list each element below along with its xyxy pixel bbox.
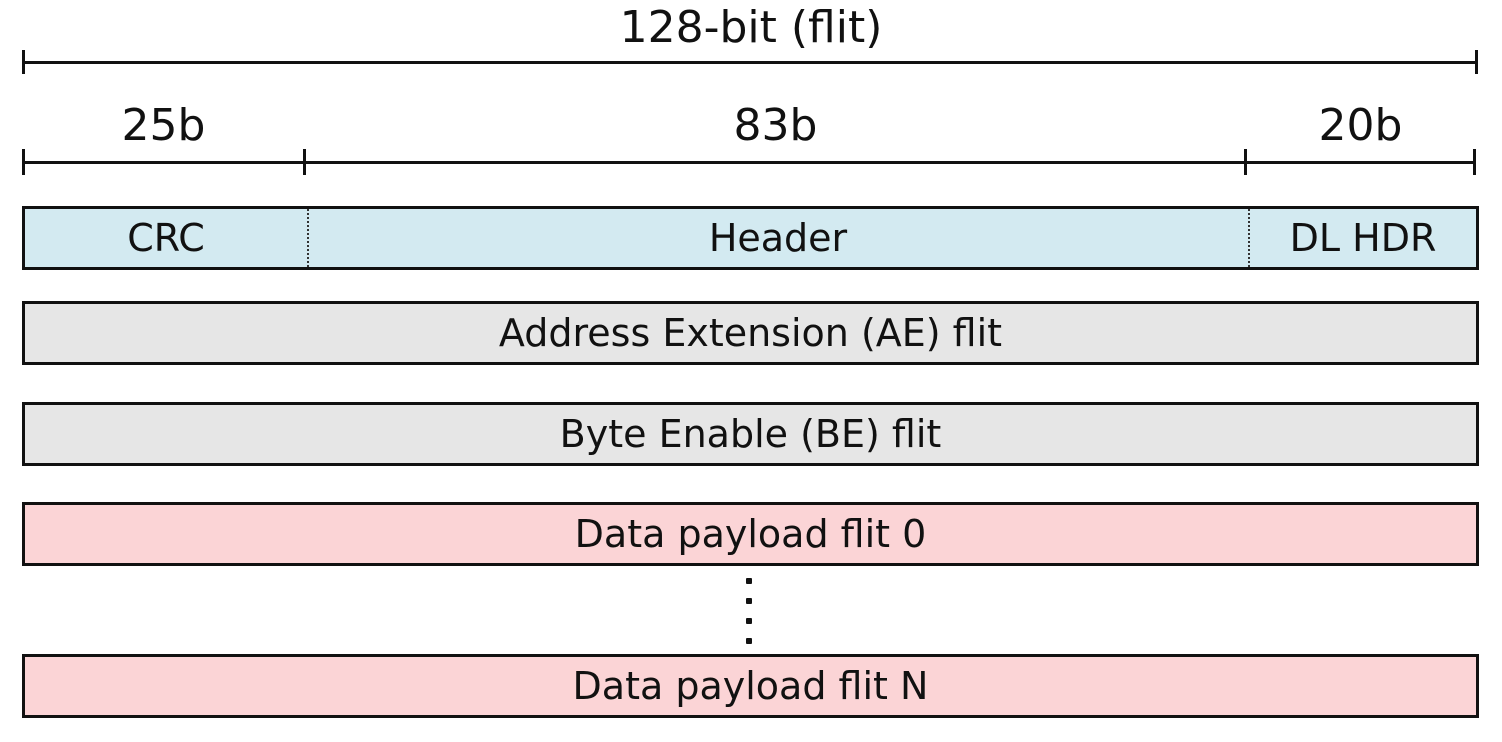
data-payload-flit-n: Data payload flit N: [22, 654, 1479, 718]
crc-width-label: 25b: [121, 100, 206, 151]
field-width-tick-3: [1473, 149, 1476, 175]
dl-hdr-field: DL HDR: [1289, 216, 1437, 260]
data-payload-flit-0: Data payload flit 0: [22, 502, 1479, 566]
byte-enable-flit: Byte Enable (BE) flit: [22, 402, 1479, 466]
total-width-label: 128-bit (flit): [619, 2, 883, 53]
field-width-tick-2: [1244, 149, 1247, 175]
vertical-ellipsis-icon: [744, 576, 754, 646]
field-width-line: [22, 161, 1476, 164]
total-width-tick-right: [1475, 50, 1478, 74]
header-field: Header: [708, 216, 848, 260]
data-payload-flit-0-label: Data payload flit 0: [574, 512, 927, 556]
data-payload-flit-n-label: Data payload flit N: [572, 664, 929, 708]
byte-enable-flit-label: Byte Enable (BE) flit: [559, 412, 942, 456]
header-dl-hdr-divider: [1248, 209, 1250, 267]
address-extension-flit: Address Extension (AE) flit: [22, 301, 1479, 365]
field-width-tick-1: [303, 149, 306, 175]
address-extension-flit-label: Address Extension (AE) flit: [498, 311, 1003, 355]
crc-header-divider: [307, 209, 309, 267]
total-width-tick-left: [22, 50, 25, 74]
crc-field: CRC: [127, 216, 205, 260]
field-width-tick-0: [22, 149, 25, 175]
header-width-label: 83b: [733, 100, 818, 151]
total-width-line: [22, 61, 1478, 64]
dl-hdr-width-label: 20b: [1318, 100, 1403, 151]
header-flit: CRC Header DL HDR: [22, 206, 1479, 270]
